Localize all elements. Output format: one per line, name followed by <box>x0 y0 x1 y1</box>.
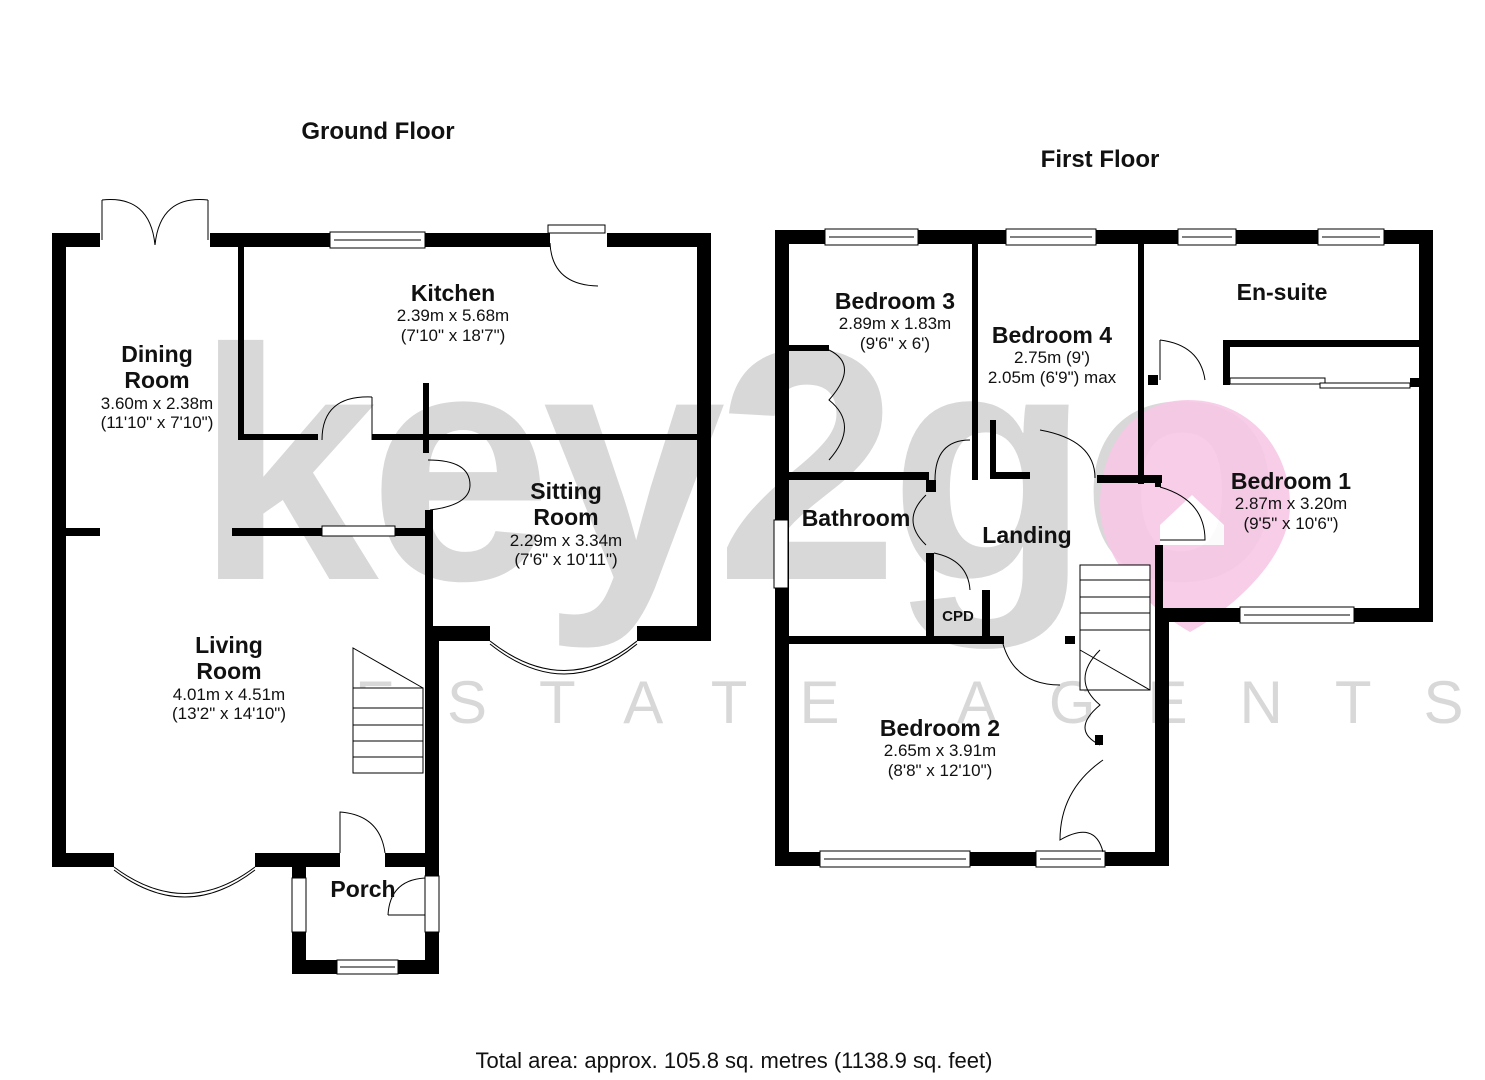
room-porch: Porch <box>330 876 396 902</box>
room-kitchen: Kitchen 2.39m x 5.68m (7'10" x 18'7") <box>396 280 510 345</box>
first-floor-title: First Floor <box>1040 146 1160 173</box>
room-bedroom-2: Bedroom 2 2.65m x 3.91m (8'8" x 12'10") <box>879 715 1001 780</box>
room-cpd: CPD <box>942 608 974 625</box>
total-area: Total area: approx. 105.8 sq. metres (11… <box>475 1048 993 1073</box>
room-bedroom-3: Bedroom 3 2.89m x 1.83m (9'6" x 6') <box>834 288 956 353</box>
room-bedroom-1: Bedroom 1 2.87m x 3.20m (9'5" x 10'6") <box>1230 468 1352 533</box>
room-en-suite: En-suite <box>1236 279 1328 305</box>
room-dining: Dining Room 3.60m x 2.38m (11'10" x 7'10… <box>100 341 214 433</box>
room-living: Living Room 4.01m x 4.51m (13'2" x 14'10… <box>171 632 287 724</box>
ground-floor-title: Ground Floor <box>301 118 455 145</box>
room-sitting: Sitting Room 2.29m x 3.34m (7'6" x 10'11… <box>509 478 623 570</box>
room-bathroom: Bathroom <box>801 505 911 531</box>
room-landing: Landing <box>982 522 1072 548</box>
room-bedroom-4: Bedroom 4 2.75m (9') 2.05m (6'9") max <box>987 322 1117 387</box>
watermark-tagline: ESTATE AGENTS <box>355 669 1485 736</box>
